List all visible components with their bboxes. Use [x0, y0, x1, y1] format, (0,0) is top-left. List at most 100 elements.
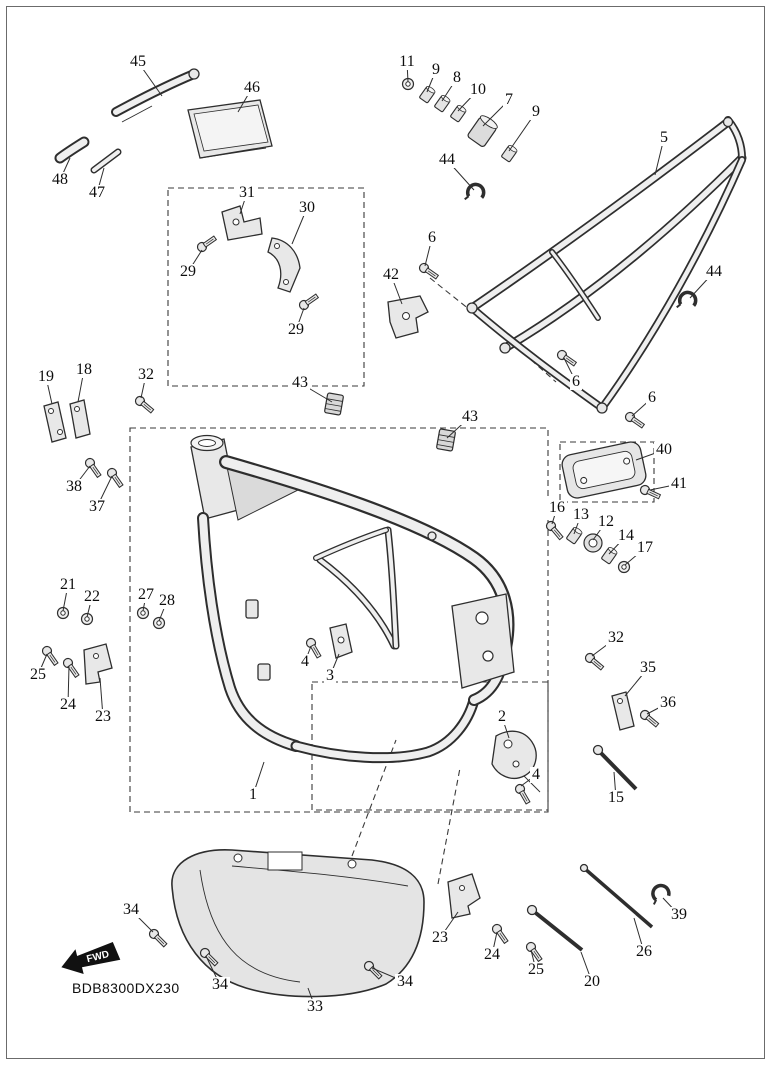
- bolt-part: [83, 456, 104, 480]
- part-callout[interactable]: 28: [157, 592, 177, 609]
- part-callout[interactable]: 15: [606, 789, 626, 806]
- steering-collar-set: [401, 77, 519, 163]
- bolt-part: [105, 466, 126, 490]
- part-callout[interactable]: 43: [290, 374, 310, 391]
- collar-part: [433, 93, 452, 113]
- left-stays: [43, 399, 91, 443]
- center-stay: [304, 623, 533, 806]
- long-bolts: [526, 744, 654, 952]
- part-callout[interactable]: 11: [397, 53, 417, 70]
- part-callout[interactable]: 4: [530, 766, 542, 783]
- part-callout[interactable]: 27: [136, 586, 156, 603]
- part-callout[interactable]: 21: [58, 576, 78, 593]
- part-callout[interactable]: 19: [36, 368, 56, 385]
- fwd-arrow-icon: [61, 942, 121, 975]
- part-callout[interactable]: 42: [381, 266, 401, 283]
- collar-part: [600, 545, 619, 565]
- main-frame: [190, 434, 515, 764]
- bolt-part: [513, 782, 533, 806]
- rear-subframe: [466, 116, 747, 414]
- part-callout[interactable]: 37: [87, 498, 107, 515]
- part-callout[interactable]: 47: [87, 184, 107, 201]
- collar-part: [565, 525, 584, 545]
- part-callout[interactable]: 12: [596, 513, 616, 530]
- part-callout[interactable]: 38: [64, 478, 84, 495]
- part-callout[interactable]: 34: [210, 976, 230, 993]
- part-callout[interactable]: 34: [395, 973, 415, 990]
- bolt-part: [297, 291, 321, 312]
- part-callout[interactable]: 5: [658, 129, 670, 146]
- part-callout[interactable]: 44: [704, 263, 724, 280]
- part-callout[interactable]: 32: [136, 366, 156, 383]
- bolt-part: [638, 708, 661, 730]
- part-callout[interactable]: 30: [297, 199, 317, 216]
- part-callout[interactable]: 14: [616, 527, 636, 544]
- right-stay: [611, 691, 661, 731]
- part-callout[interactable]: 26: [634, 943, 654, 960]
- part-callout[interactable]: 20: [582, 973, 602, 990]
- pivot-collar-set: [544, 519, 631, 574]
- fwd-label: FWD: [86, 949, 111, 965]
- part-callout[interactable]: 23: [430, 929, 450, 946]
- part-callout[interactable]: 36: [658, 694, 678, 711]
- bolt-part: [61, 656, 82, 680]
- part-callout[interactable]: 9: [530, 103, 542, 120]
- tool-bar: [111, 68, 200, 123]
- bottom-bracket-group: [447, 873, 545, 964]
- part-callout[interactable]: 40: [654, 441, 674, 458]
- part-callout[interactable]: 29: [286, 321, 306, 338]
- collar-part: [418, 84, 437, 104]
- part-callout[interactable]: 6: [646, 389, 658, 406]
- washer-part: [152, 616, 166, 630]
- part-callout[interactable]: 13: [571, 506, 591, 523]
- part-callout[interactable]: 29: [178, 263, 198, 280]
- part-callout[interactable]: 34: [121, 901, 141, 918]
- part-callout[interactable]: 48: [50, 171, 70, 188]
- bolt-part: [133, 394, 156, 416]
- part-callout[interactable]: 8: [451, 69, 463, 86]
- part-callout[interactable]: 25: [28, 666, 48, 683]
- part-callout[interactable]: 45: [128, 53, 148, 70]
- part-code: BDB8300DX230: [72, 980, 180, 996]
- page-border: [6, 6, 765, 1059]
- part-callout[interactable]: 7: [503, 91, 515, 108]
- tool-grip: [54, 136, 122, 174]
- part-callout[interactable]: 32: [606, 629, 626, 646]
- part-callout[interactable]: 35: [638, 659, 658, 676]
- bolt-part: [147, 927, 170, 950]
- bolt-part: [555, 348, 579, 369]
- clamp-part: [649, 882, 673, 907]
- part-callout[interactable]: 33: [305, 998, 325, 1015]
- part-callout[interactable]: 18: [74, 361, 94, 378]
- bolt-part: [490, 922, 511, 946]
- part-callout[interactable]: 41: [669, 475, 689, 492]
- part-callout[interactable]: 31: [237, 184, 257, 201]
- part-callout[interactable]: 10: [468, 81, 488, 98]
- part-callout[interactable]: 25: [526, 961, 546, 978]
- part-callout[interactable]: 4: [299, 653, 311, 670]
- part-callout[interactable]: 24: [58, 696, 78, 713]
- part-callout[interactable]: 23: [93, 708, 113, 725]
- damper-part: [323, 392, 345, 416]
- part-callout[interactable]: 1: [247, 786, 259, 803]
- part-callout[interactable]: 9: [430, 61, 442, 78]
- part-callout[interactable]: 46: [242, 79, 262, 96]
- part-callout[interactable]: 39: [669, 906, 689, 923]
- bushing-part: [467, 115, 498, 147]
- part-callout[interactable]: 24: [482, 946, 502, 963]
- part-callout[interactable]: 22: [82, 588, 102, 605]
- collar-part: [449, 103, 468, 123]
- part-callout[interactable]: 2: [496, 708, 508, 725]
- part-callout[interactable]: 6: [570, 373, 582, 390]
- fwd-badge: FWD: [61, 942, 121, 975]
- clamp-part: [462, 180, 488, 206]
- part-callout[interactable]: 44: [437, 151, 457, 168]
- bolt-part: [195, 233, 219, 254]
- part-callout[interactable]: 6: [426, 229, 438, 246]
- part-callout[interactable]: 43: [460, 408, 480, 425]
- part-callout[interactable]: 16: [547, 499, 567, 516]
- part-callout[interactable]: 3: [324, 667, 336, 684]
- part-callout[interactable]: 17: [635, 539, 655, 556]
